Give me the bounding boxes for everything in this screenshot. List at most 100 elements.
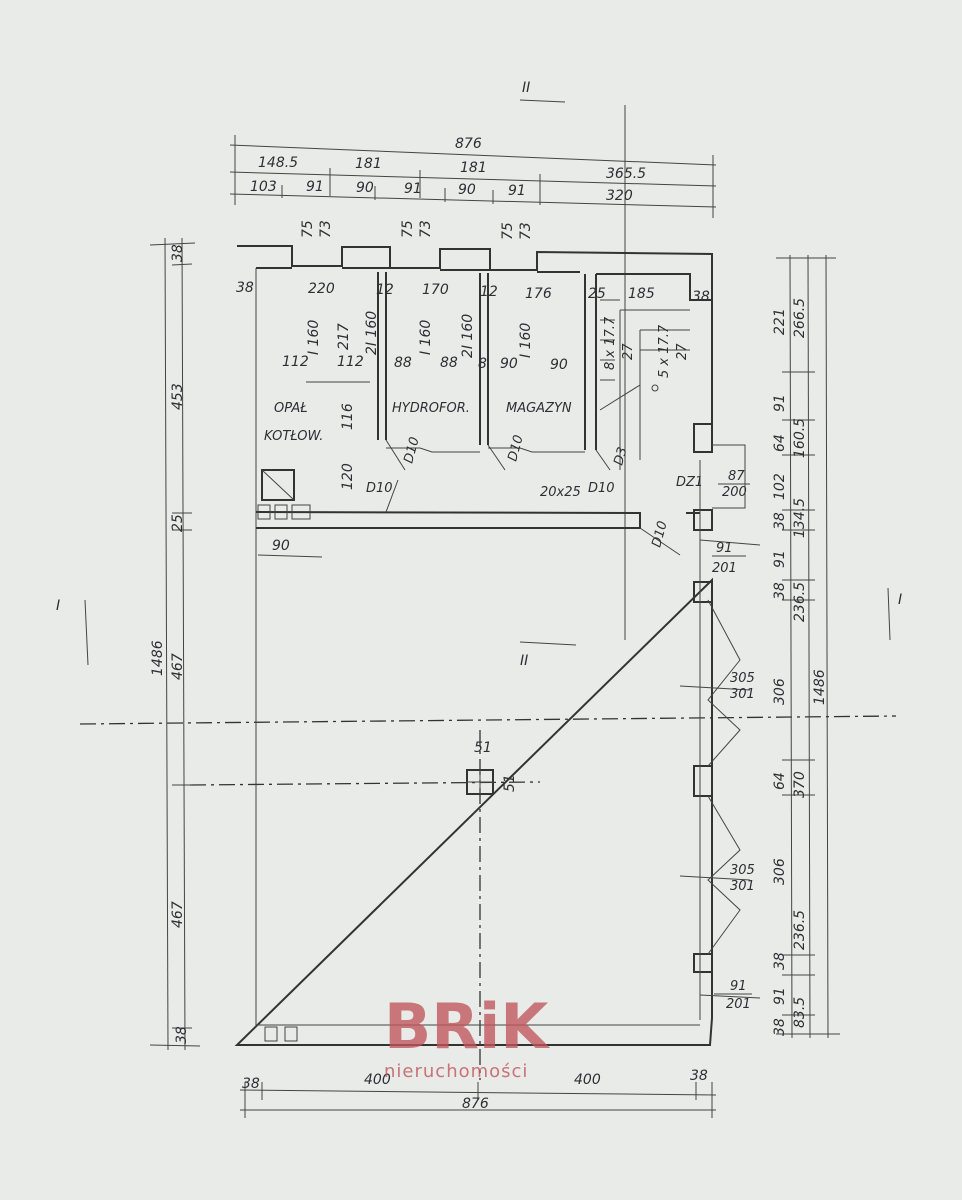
right-dim-2: 91 bbox=[772, 394, 788, 412]
left-dim-upper: 453 bbox=[170, 383, 186, 410]
room-label-storage: MAGAZYN bbox=[506, 401, 572, 416]
split-dim-7: 90 bbox=[550, 357, 568, 373]
room-label-boiler: KOTŁOW. bbox=[264, 429, 323, 444]
bottom-dimension-lines bbox=[239, 1082, 717, 1118]
top-dimension-lines bbox=[229, 135, 717, 218]
left-dim-total: 1486 bbox=[150, 640, 166, 676]
right-dim-5: 38 bbox=[772, 512, 788, 530]
right-dim-7: 38 bbox=[772, 582, 788, 600]
top-dim-4: 365.5 bbox=[606, 166, 646, 182]
right-outer-4: 236.5 bbox=[792, 582, 808, 622]
window-1-width: 91 bbox=[716, 541, 733, 556]
section-ii-bottom: II bbox=[520, 653, 528, 669]
left-dim-bottom-wall: 38 bbox=[174, 1026, 190, 1044]
dz1-height: 200 bbox=[722, 485, 747, 500]
window-3-dim-a: 75 bbox=[500, 222, 516, 240]
interior-dim-hydrofor-width: 170 bbox=[422, 282, 449, 298]
top-sub-dim-2: 91 bbox=[306, 179, 324, 195]
top-dim-2: 181 bbox=[355, 156, 382, 172]
column-dim: 51 bbox=[474, 740, 492, 756]
interior-dim-stair-width: 185 bbox=[628, 286, 655, 302]
window-4-width: 91 bbox=[730, 979, 747, 994]
right-dim-12: 91 bbox=[772, 987, 788, 1005]
right-outer-1: 266.5 bbox=[792, 298, 808, 338]
door-label-2: D10 bbox=[505, 433, 526, 463]
door-label-3: D10 bbox=[366, 481, 393, 496]
right-dim-10: 306 bbox=[772, 858, 788, 885]
room-label-hydrofor: HYDROFOR. bbox=[392, 401, 470, 416]
window-3-dim-b: 73 bbox=[518, 222, 534, 240]
bottom-dim-right-wall: 38 bbox=[690, 1068, 708, 1084]
brik-watermark: BRiK bbox=[384, 990, 550, 1063]
sill-dim-5: 2I 160 bbox=[460, 314, 476, 358]
room-label-fuel: OPAŁ bbox=[274, 401, 308, 416]
stairs-dim-2: 27 bbox=[621, 343, 636, 360]
window-2-dim-a: 75 bbox=[400, 220, 416, 238]
top-sub-dim-3: 90 bbox=[356, 180, 374, 196]
right-dim-3: 64 bbox=[772, 434, 788, 452]
interior-dim-wall-3: 25 bbox=[588, 286, 606, 302]
top-sub-dim-5: 90 bbox=[458, 182, 476, 198]
bottom-dim-right: 400 bbox=[574, 1072, 601, 1088]
split-dim-2: 112 bbox=[337, 354, 364, 370]
window-2-dim-b: 73 bbox=[418, 220, 434, 238]
building-walls bbox=[234, 245, 761, 1046]
door-label-5: D3 bbox=[611, 445, 630, 467]
sill-dim-4: I 160 bbox=[418, 320, 434, 355]
left-dim-lower: 467 bbox=[170, 901, 186, 928]
top-sub-dim-7: 320 bbox=[606, 188, 633, 204]
interior-dim-storage-width: 176 bbox=[525, 286, 552, 302]
window-3-height: 301 bbox=[730, 879, 755, 894]
bottom-dim-total: 876 bbox=[462, 1096, 489, 1112]
stairs-dim-3: 5 x 17.7 bbox=[657, 324, 672, 378]
right-outer-3: 134.5 bbox=[792, 498, 808, 538]
right-dim-1: 221 bbox=[772, 308, 788, 335]
left-dimension-lines bbox=[149, 237, 201, 1051]
section-i-left: I bbox=[56, 598, 60, 614]
sill-dim-6: I 160 bbox=[518, 323, 534, 358]
corridor-dim: 90 bbox=[272, 538, 290, 554]
split-dim-4: 88 bbox=[440, 355, 458, 371]
right-dim-4: 102 bbox=[772, 473, 788, 500]
section-ii-top: II bbox=[522, 80, 530, 96]
top-total-dim: 876 bbox=[455, 136, 482, 152]
right-outer-7: 83.5 bbox=[792, 997, 808, 1028]
sill-dim-3: 2I 160 bbox=[364, 311, 380, 355]
height-dim-2: 120 bbox=[340, 463, 356, 490]
split-dim-3: 88 bbox=[394, 355, 412, 371]
door-label-4: D10 bbox=[588, 481, 615, 496]
split-dim-1: 112 bbox=[282, 354, 309, 370]
top-dim-3: 181 bbox=[460, 160, 487, 176]
right-outer-2: 160.5 bbox=[792, 418, 808, 458]
window-4-height: 201 bbox=[726, 997, 751, 1012]
sill-dim-2: 217 bbox=[336, 323, 352, 350]
window-1-dim-b: 73 bbox=[318, 220, 334, 238]
dz1-label: DZ1 bbox=[676, 475, 703, 490]
interior-dim-wall-1: 12 bbox=[376, 282, 394, 298]
bottom-dim-left-wall: 38 bbox=[242, 1076, 260, 1092]
right-dim-13: 38 bbox=[772, 1018, 788, 1036]
right-dim-total: 1486 bbox=[812, 669, 828, 705]
window-1-dim-a: 75 bbox=[300, 220, 316, 238]
window-3-width: 305 bbox=[730, 863, 755, 878]
right-outer-6: 236.5 bbox=[792, 910, 808, 950]
door-label-6: D10 bbox=[649, 519, 670, 549]
window-1-height: 201 bbox=[712, 561, 737, 576]
stairs-dim-4: 27 bbox=[675, 343, 690, 360]
interior-dim-boiler-width: 220 bbox=[308, 281, 335, 297]
sill-dim-1: I 160 bbox=[306, 320, 322, 355]
split-dim-6: 90 bbox=[500, 356, 518, 372]
right-dim-8: 306 bbox=[772, 678, 788, 705]
section-i-right: I bbox=[898, 592, 902, 608]
right-dimension-lines bbox=[776, 254, 840, 1039]
door-label-1: D10 bbox=[401, 435, 422, 465]
top-sub-dim-1: 103 bbox=[250, 179, 277, 195]
left-dim-top-wall: 38 bbox=[170, 244, 186, 262]
interior-dim-wall-2: 12 bbox=[480, 284, 498, 300]
right-dim-11: 38 bbox=[772, 952, 788, 970]
split-dim-5: 8 bbox=[478, 356, 487, 372]
top-sub-dim-4: 91 bbox=[404, 181, 422, 197]
top-sub-dim-6: 91 bbox=[508, 183, 526, 199]
interior-dim-right-wall: 38 bbox=[692, 289, 710, 305]
